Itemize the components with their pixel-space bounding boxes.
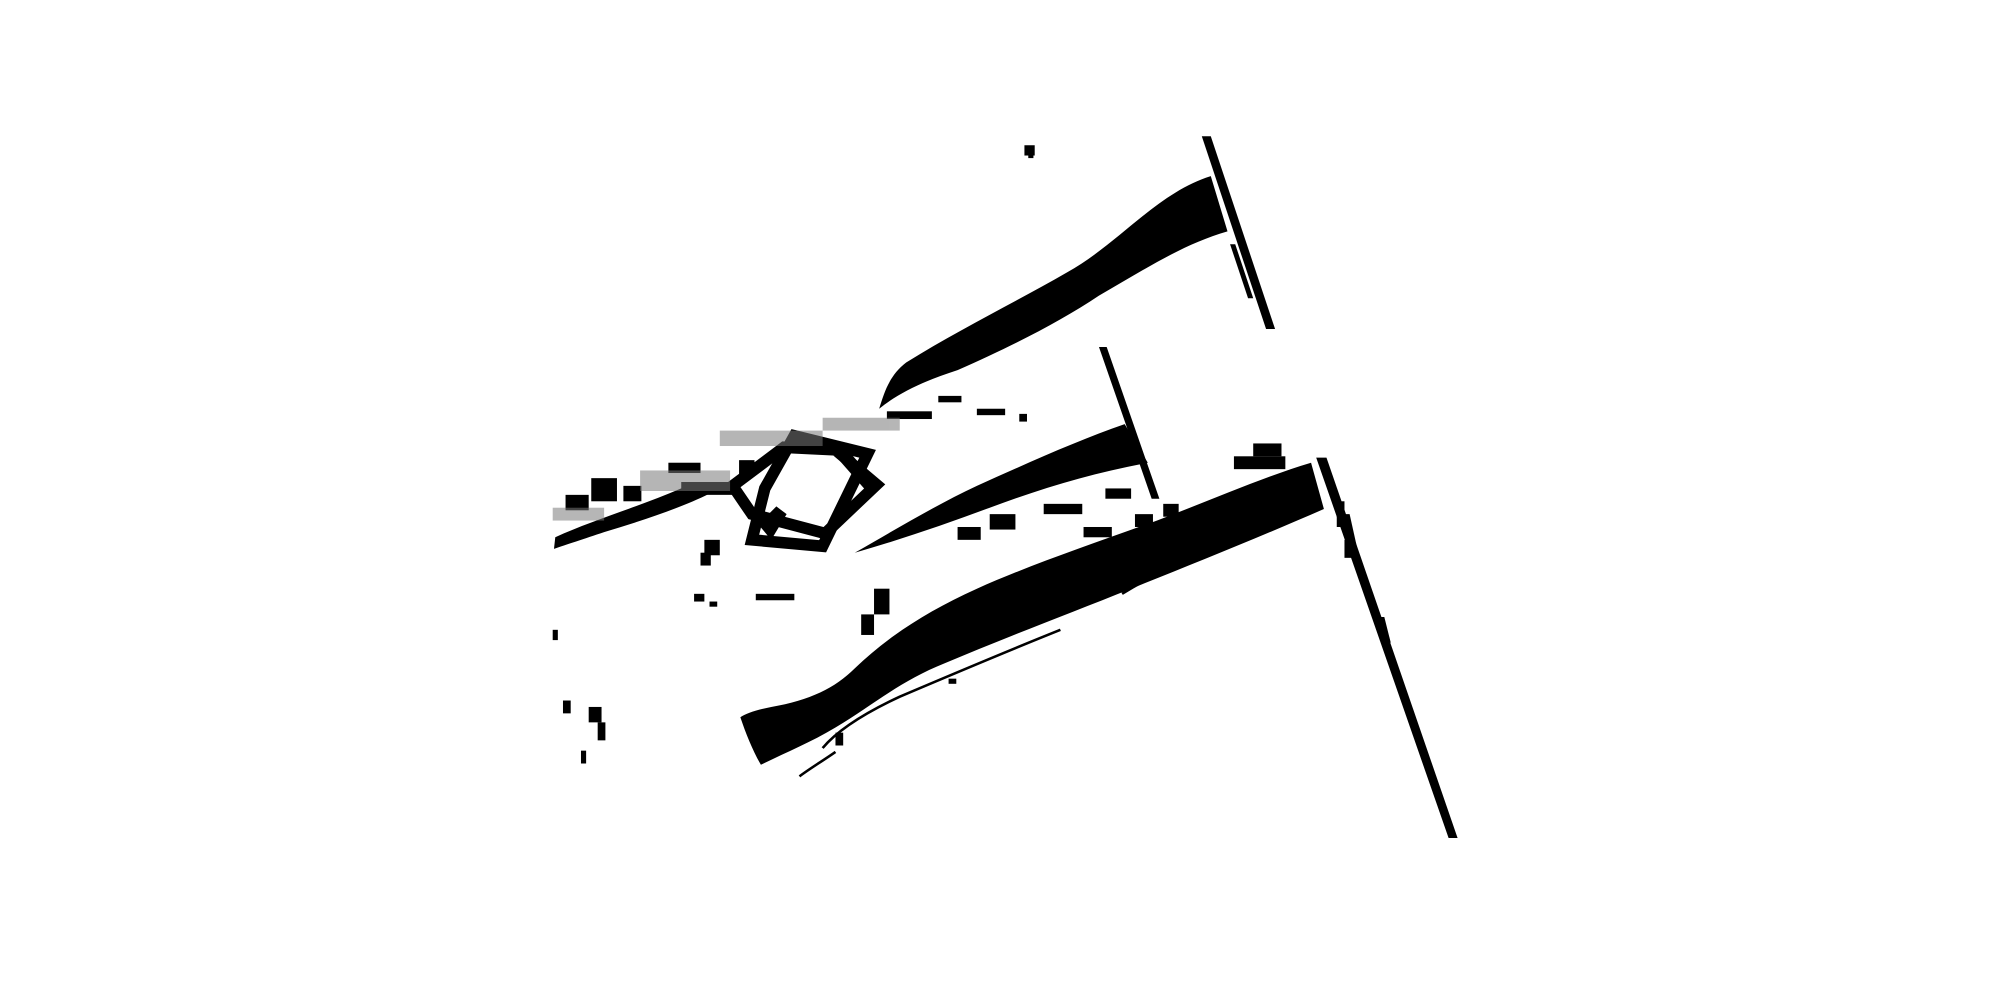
flag-middle-stripe [854, 424, 1148, 553]
flag-front-edge-lines [798, 538, 1237, 778]
star-of-david-solid [758, 443, 880, 540]
flag-back-top-stripe [879, 176, 1228, 409]
flag-front-stripe [740, 462, 1324, 765]
flag-pole-back [1201, 136, 1276, 330]
flag-back-bottom-stripe [553, 486, 710, 549]
grunge-smudges [552, 417, 900, 521]
